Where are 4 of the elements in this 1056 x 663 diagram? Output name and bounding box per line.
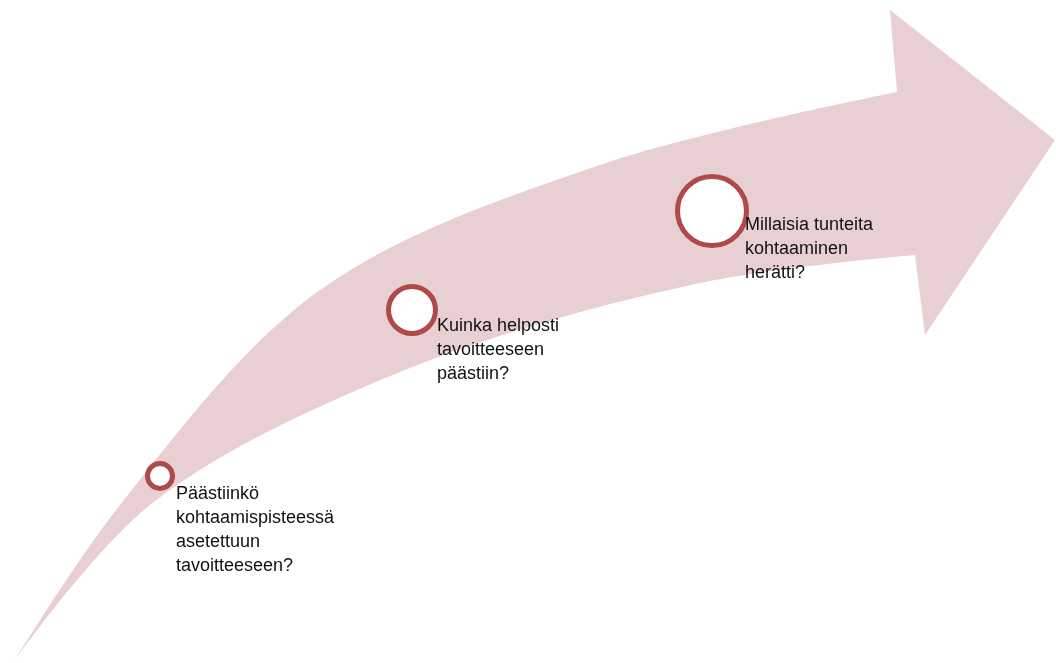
step-circle [145,461,175,491]
step-question: Millaisia tunteita kohtaaminen herätti? [745,213,875,284]
step-question: Päästiinkö kohtaamispisteessä asetettuun tavoitteeseen? [176,482,336,577]
step-question: Kuinka helposti tavoitteeseen päästiin? [437,314,561,385]
